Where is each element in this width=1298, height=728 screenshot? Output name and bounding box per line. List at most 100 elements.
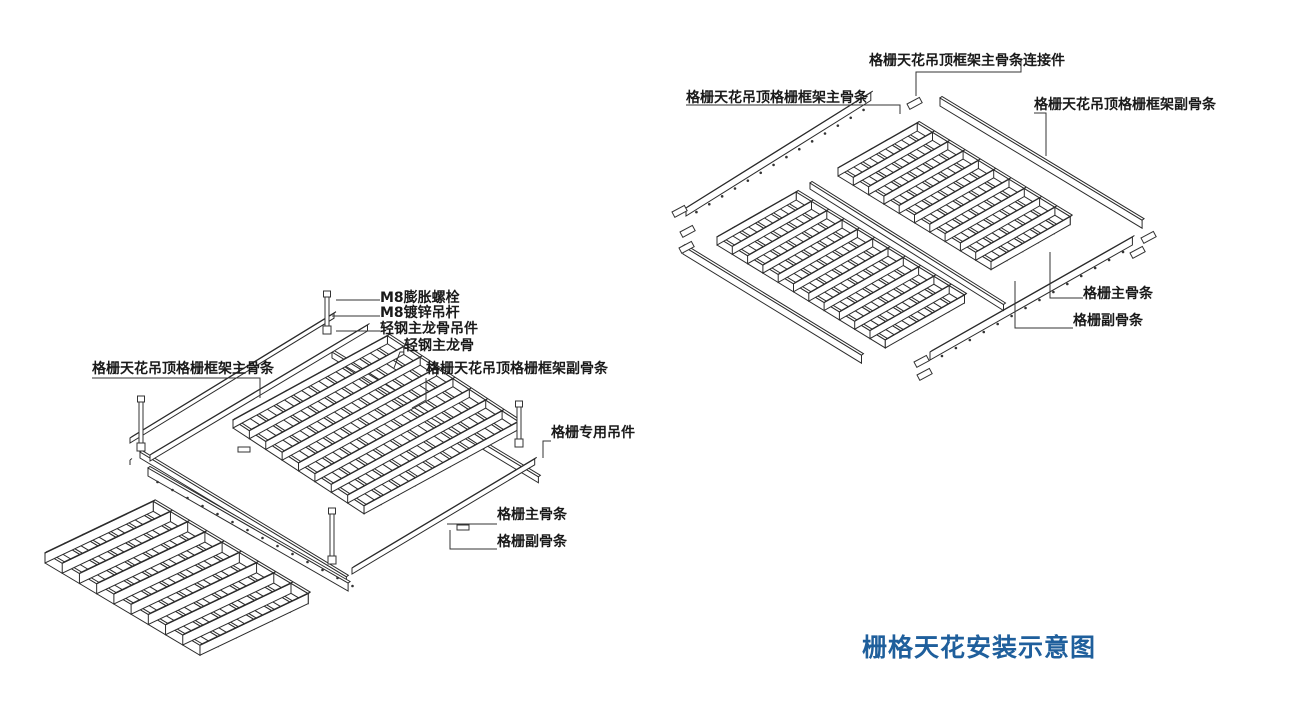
leader-lines xyxy=(92,58,1083,550)
right-grille-back-rib-b-3-top xyxy=(883,149,966,197)
right-grille-front-rib-b-1-top xyxy=(731,199,814,247)
right-frame-main-rail-back-hole xyxy=(810,140,814,143)
right-frame-rail-lower-hole xyxy=(1024,306,1027,310)
left-ceiling-grille-rib-b-7-top xyxy=(347,408,505,496)
right-grille-front-rib-b-6-top xyxy=(808,246,891,294)
right-frame-rail-lower-hole xyxy=(1107,258,1111,262)
loose-grille-panel-rib-b-5-top xyxy=(130,550,242,605)
right-grille-front-rib-b-2-top xyxy=(747,208,830,257)
rod-back-clip xyxy=(322,325,332,335)
right-grille-front-rib-b-9-top xyxy=(854,274,937,322)
right-frame-main-rail-back-hole xyxy=(823,132,827,135)
frame-connector-1 xyxy=(679,224,696,238)
rod-right xyxy=(516,404,522,444)
left-frame-main-rail-front-hole xyxy=(201,504,204,508)
leader-grille-hanger xyxy=(542,440,551,458)
right-frame-rail-lower-top xyxy=(929,235,1135,353)
loose-grille-panel-rib-b-0-top xyxy=(44,499,156,554)
isometric-drawing xyxy=(44,90,1157,657)
right-grille-front-rib-b-4-top xyxy=(777,227,860,275)
right-grille-back-rib-b-10-top xyxy=(990,214,1073,263)
leader-right-grille-main xyxy=(1049,252,1083,299)
left-frame-main-rail-front-hole xyxy=(186,496,189,500)
right-frame-main-rail-back-hole xyxy=(772,163,775,167)
label-right-frame-main: 格栅天花吊顶格栅框架主骨条 xyxy=(686,89,869,106)
label-steel-main: 轻钢主龙骨 xyxy=(404,337,474,354)
right-grille-back-rib-b-1-top xyxy=(852,130,935,178)
right-frame-rail-lower-hole xyxy=(954,346,958,350)
rod-back-nut xyxy=(323,290,331,298)
right-grille-back-rib-b-7-top xyxy=(944,186,1027,234)
loose-grille-panel-rib-b-7-top xyxy=(165,571,277,626)
right-frame-rail-lower-hole xyxy=(1121,250,1125,254)
right-frame-rail-lower-hole xyxy=(1079,274,1083,278)
right-frame-rail-lower-hole xyxy=(982,330,986,334)
right-frame-rail-lower-hole xyxy=(940,354,944,358)
left-frame-main-rail-front-hole xyxy=(336,576,339,580)
right-grille-back-rib-b-2-top xyxy=(868,139,951,188)
frame-connector-7 xyxy=(1140,230,1157,244)
right-grille-back-rib-b-6-top xyxy=(929,177,1012,225)
rod-left-clip xyxy=(136,442,146,452)
right-frame-main-rail-back-hole xyxy=(785,155,788,159)
rod-left xyxy=(138,399,144,448)
steel-main-channel-stub-top xyxy=(129,458,133,461)
loose-grille-panel-rib-b-2-top xyxy=(79,519,190,574)
left-frame-main-rail-front-hole xyxy=(291,552,294,556)
left-frame-main-rail-front-hole xyxy=(351,584,354,588)
right-frame-main-rail-back-hole xyxy=(707,202,711,206)
leader-left-frame-main xyxy=(92,377,261,398)
right-frame-main-rail-back-hole xyxy=(733,187,737,190)
frame-connector-5 xyxy=(906,96,923,110)
left-ceiling-grille-rib-b-3-top xyxy=(281,365,439,453)
right-frame-main-rail-back-hole xyxy=(849,116,853,120)
right-frame-rail-lower-hole xyxy=(996,322,999,326)
left-frame-main-rail-front-hole xyxy=(171,488,174,492)
loose-grille-panel-rib-b-6-top xyxy=(148,560,259,615)
leader-right-connector xyxy=(915,58,1022,96)
rod-front-nut xyxy=(328,507,336,515)
leader-left-grille-sub xyxy=(449,530,497,550)
leader-left-frame-sub xyxy=(411,378,427,409)
loose-grille-panel-rib-b-8-top xyxy=(182,581,294,636)
label-right-grille-sub: 格栅副骨条 xyxy=(1073,312,1144,329)
label-right-connector: 格栅天花吊顶框架主骨条连接件 xyxy=(869,52,1065,69)
right-frame-rail-lower-hole xyxy=(1052,290,1055,294)
right-frame-main-rail-back-hole xyxy=(720,195,724,198)
steel-main-channel-back-top xyxy=(129,311,337,439)
loose-grille-panel-rib-b-3-top xyxy=(96,530,208,585)
rod-left-nut xyxy=(137,395,145,403)
rod-front xyxy=(329,511,335,561)
right-frame-rail-lower-hole xyxy=(1093,266,1097,270)
left-ceiling-grille-rib-b-5-top xyxy=(314,387,472,475)
frame-connector-6 xyxy=(1129,245,1146,259)
right-grille-front-rib-b-10-top xyxy=(869,283,952,332)
right-frame-main-rail-back-hole xyxy=(836,124,840,127)
right-frame-main-rail-back-hole xyxy=(759,171,763,175)
label-left-grille-sub: 格栅副骨条 xyxy=(497,533,568,550)
right-divider-rail-top xyxy=(809,180,1007,306)
left-frame-main-rail-front-hole xyxy=(246,528,249,532)
left-ceiling-grille-rib-b-0-top xyxy=(232,333,390,421)
left-frame-main-rail-front-hole xyxy=(306,560,309,564)
label-right-frame-sub: 格栅天花吊顶格栅框架副骨条 xyxy=(1034,96,1217,113)
rod-back xyxy=(324,294,330,331)
grille-hanger xyxy=(237,446,251,453)
left-frame-rail-right-top xyxy=(351,456,538,569)
right-frame-main-rail-back-hole xyxy=(746,179,750,182)
left-frame-main-rail-front-hole xyxy=(231,520,234,524)
label-right-grille-main: 格栅主骨条 xyxy=(1083,285,1154,302)
right-frame-main-rail-back-hole xyxy=(695,210,698,214)
left-frame-main-rail-front-hole xyxy=(156,480,159,484)
right-grille-back-rib-b-0-top xyxy=(837,121,920,169)
rod-front-clip xyxy=(327,555,337,565)
label-left-frame-main: 格栅天花吊顶格栅框架主骨条 xyxy=(92,360,275,377)
left-ceiling-grille-rib-b-2-top xyxy=(265,355,423,442)
right-grille-back-rib-b-8-top xyxy=(960,195,1042,244)
frame-connector-4 xyxy=(913,354,930,368)
right-frame-rail-lower-hole xyxy=(1010,314,1013,318)
left-ceiling-grille-rib-b-4-top xyxy=(298,376,456,464)
rod-right-nut xyxy=(515,400,523,408)
label-m8-bolt: M8膨胀螺栓 xyxy=(380,289,460,306)
